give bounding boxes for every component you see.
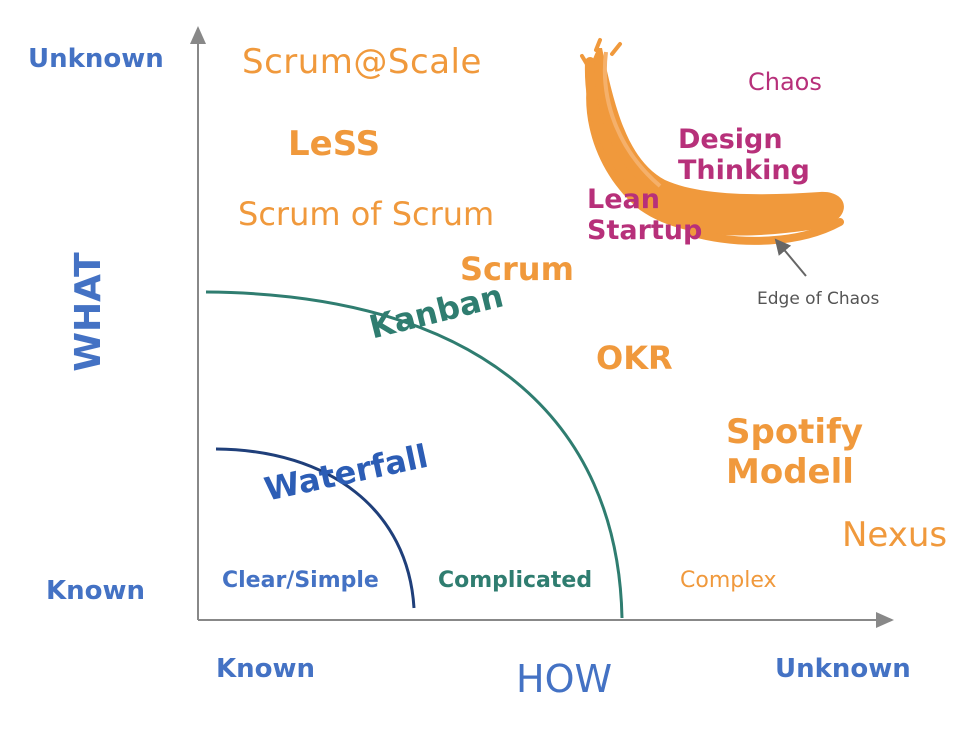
framework-nexus: Nexus <box>842 515 948 555</box>
framework-scrum: Scrum <box>460 250 574 288</box>
clear-boundary-curve <box>215 447 416 609</box>
framework-less: LeSS <box>288 124 381 164</box>
y-axis-top-label: Unknown <box>28 44 164 74</box>
edge-of-chaos-label: Edge of Chaos <box>757 289 880 309</box>
domain-complicated: Complicated <box>438 568 593 593</box>
y-axis-title: WHAT <box>68 252 109 372</box>
x-axis-right-label: Unknown <box>775 654 911 684</box>
framework-scrum-of-scrum: Scrum of Scrum <box>238 195 495 233</box>
y-axis-bottom-label: Known <box>46 576 146 606</box>
edge-of-chaos-brush <box>580 38 844 245</box>
framework-spotify-modell: Spotify Modell <box>726 412 864 493</box>
complicated-boundary-curve <box>205 290 624 619</box>
framework-okr: OKR <box>596 339 673 377</box>
framework-scrum-at-scale: Scrum@Scale <box>242 42 482 82</box>
x-axis-title: HOW <box>516 657 613 701</box>
domain-chaos: Chaos <box>748 68 822 96</box>
framework-design-thinking: Design Thinking <box>678 124 810 187</box>
x-axis-left-label: Known <box>216 654 316 684</box>
domain-clear-simple: Clear/Simple <box>222 568 379 593</box>
framework-lean-startup: Lean Startup <box>587 184 703 247</box>
domain-complex: Complex <box>680 568 777 593</box>
edge-of-chaos-pointer <box>774 238 807 277</box>
